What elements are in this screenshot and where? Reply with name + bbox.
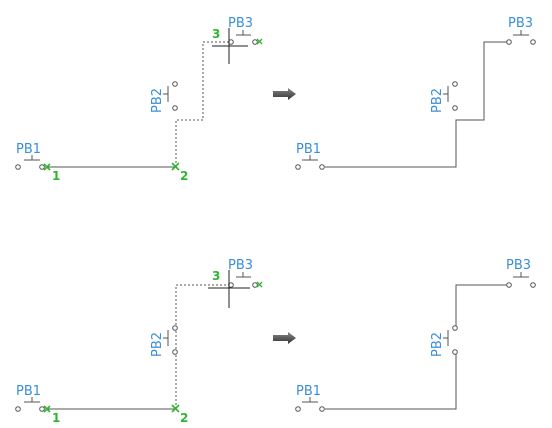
pb2-label: PB2 <box>430 88 445 113</box>
wire-routed <box>325 42 507 167</box>
pb2-symbol <box>163 82 177 111</box>
wire-preview-dashed <box>176 42 230 167</box>
pb1-label: PB1 <box>16 384 41 399</box>
arrow-right-icon <box>273 332 296 344</box>
pb2-symbol <box>443 82 457 111</box>
pb2-label: PB2 <box>150 332 165 357</box>
pb1-label: PB1 <box>16 142 41 157</box>
pb3-symbol <box>507 30 536 44</box>
pb3-label: PB3 <box>228 258 253 273</box>
pb1-label: PB1 <box>296 142 321 157</box>
pb3-symbol <box>507 272 536 287</box>
marker-1-label: 1 <box>52 169 60 183</box>
marker-2-label: 2 <box>180 169 188 183</box>
row2-after: PB1 PB2 PB3 <box>296 258 536 411</box>
marker-3-label: 3 <box>212 269 220 283</box>
marker-3-label: 3 <box>212 27 220 41</box>
pb3-label: PB3 <box>506 258 531 273</box>
pb1-symbol <box>296 397 325 411</box>
marker-2-label: 2 <box>180 411 188 425</box>
wire-routed <box>325 352 456 409</box>
pb3-label: PB3 <box>508 16 533 31</box>
pb2-symbol <box>443 326 457 355</box>
pb1-symbol <box>296 155 325 169</box>
row1-after: PB1 PB2 PB3 <box>296 16 536 169</box>
wire-routed <box>456 285 507 328</box>
wire-preview-dashed <box>176 285 230 409</box>
pb1-symbol <box>16 155 45 169</box>
pb3-label: PB3 <box>228 16 253 31</box>
pb2-label: PB2 <box>150 88 165 113</box>
pb2-label: PB2 <box>430 332 445 357</box>
pb3-symbol <box>229 272 258 287</box>
row2-before: PB1 PB2 PB3 1 2 <box>16 258 262 425</box>
arrow-right-icon <box>273 88 296 100</box>
pb1-symbol <box>16 397 45 411</box>
marker-1-label: 1 <box>52 411 60 425</box>
pb2-symbol <box>163 326 177 355</box>
pb1-label: PB1 <box>296 384 321 399</box>
pb3-symbol <box>229 30 258 44</box>
row1-before: PB1 PB2 PB3 1 <box>16 16 262 183</box>
